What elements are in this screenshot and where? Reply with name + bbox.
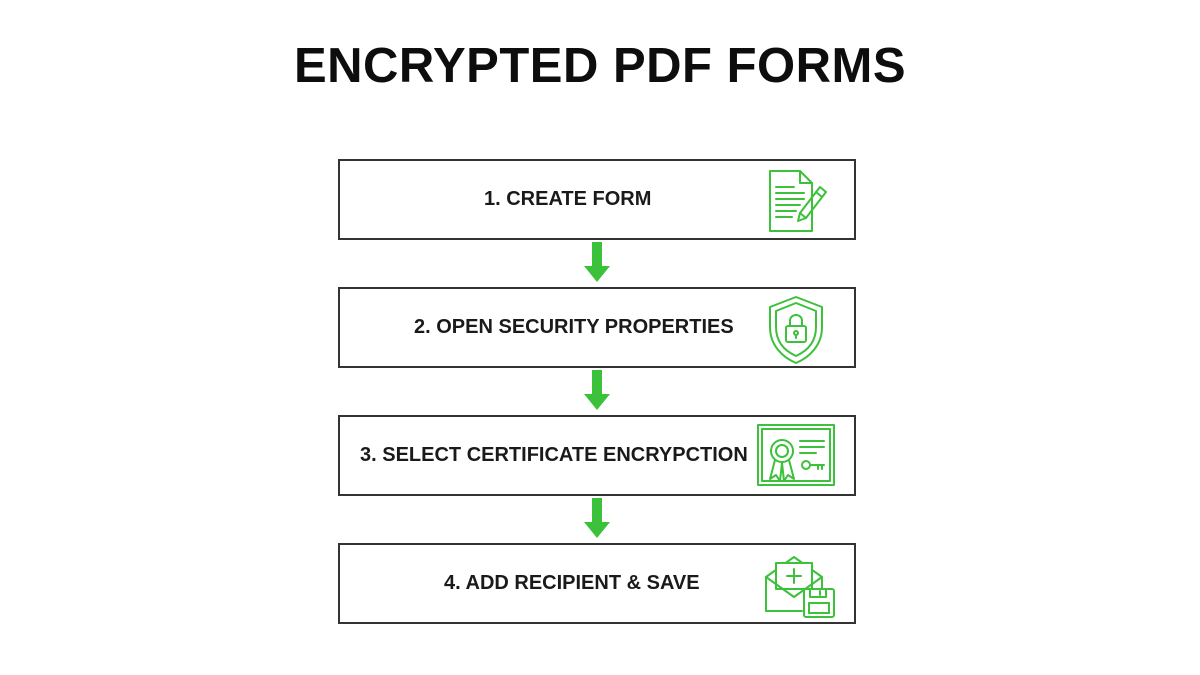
step-label: 4. ADD RECIPIENT & SAVE [444, 572, 700, 594]
step-label: 3. SELECT CERTIFICATE ENCRYPCTION [360, 444, 748, 466]
step-label: 2. OPEN SECURITY PROPERTIES [414, 316, 734, 338]
envelope-save-icon [756, 549, 836, 621]
step-label: 1. CREATE FORM [484, 188, 652, 210]
step-box-open-security-properties: 2. OPEN SECURITY PROPERTIES [338, 287, 856, 368]
shield-lock-icon [756, 293, 836, 365]
step-box-add-recipient-save: 4. ADD RECIPIENT & SAVE [338, 543, 856, 624]
document-edit-icon [756, 165, 836, 237]
arrow-down-icon [583, 240, 611, 284]
diagram-title: ENCRYPTED PDF FORMS [293, 39, 907, 93]
arrow-down-icon [583, 496, 611, 540]
certificate-icon [756, 421, 836, 493]
arrow-down-icon [583, 368, 611, 412]
step-box-create-form: 1. CREATE FORM [338, 159, 856, 240]
step-box-select-certificate-encryption: 3. SELECT CERTIFICATE ENCRYPCTION [338, 415, 856, 496]
